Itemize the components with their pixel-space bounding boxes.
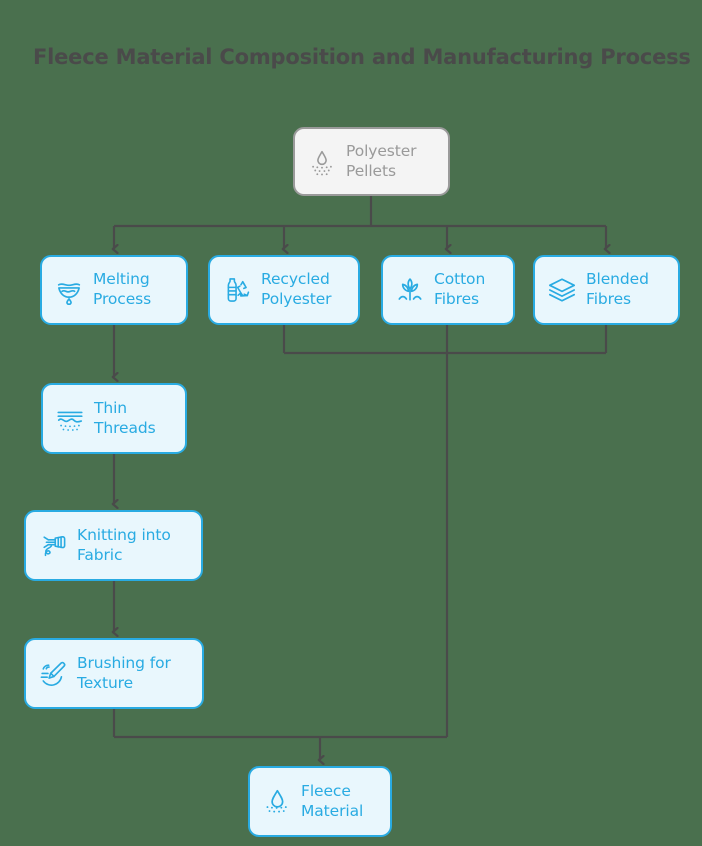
node-fleece-material[interactable]: Fleece Material	[248, 766, 392, 837]
recycled-bottle-icon	[222, 275, 252, 305]
node-label: Fleece Material	[301, 781, 364, 820]
node-blended-fibres[interactable]: Blended Fibres	[533, 255, 680, 325]
node-brushing-for-texture[interactable]: Brushing for Texture	[24, 638, 204, 709]
page-title: Fleece Material Composition and Manufact…	[33, 45, 691, 69]
node-recycled-polyester[interactable]: Recycled Polyester	[208, 255, 360, 325]
node-label: Thin Threads	[94, 398, 156, 437]
node-melting-process[interactable]: Melting Process	[40, 255, 188, 325]
pellets-droplet-icon	[307, 147, 337, 177]
node-label: Blended Fibres	[586, 270, 649, 308]
cotton-plant-icon	[395, 275, 425, 305]
node-label: Polyester Pellets	[346, 141, 417, 180]
node-label: Melting Process	[93, 270, 152, 308]
fleece-droplet-icon	[262, 787, 292, 817]
layers-stack-icon	[547, 275, 577, 305]
node-thin-threads[interactable]: Thin Threads	[41, 383, 187, 454]
node-label: Brushing for Texture	[77, 653, 171, 692]
node-polyester-pellets[interactable]: Polyester Pellets	[293, 127, 450, 196]
knitting-brush-icon	[38, 531, 68, 561]
node-label: Knitting into Fabric	[77, 525, 171, 564]
brush-texture-icon	[38, 659, 68, 689]
melting-pot-droplet-icon	[54, 275, 84, 306]
node-label: Cotton Fibres	[434, 270, 486, 308]
threads-waves-icon	[55, 404, 85, 434]
node-cotton-fibres[interactable]: Cotton Fibres	[381, 255, 515, 325]
node-knitting-into-fabric[interactable]: Knitting into Fabric	[24, 510, 203, 581]
node-label: Recycled Polyester	[261, 270, 332, 308]
